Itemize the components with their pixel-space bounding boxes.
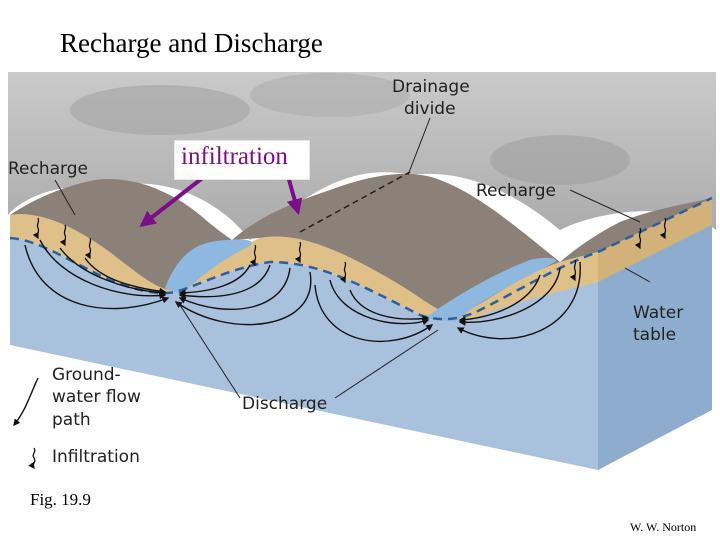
legend-flow-line2: water flow [52,387,141,407]
infiltration-mark [569,259,577,282]
stream-right [425,257,556,322]
legend-flow-line3: path [52,410,91,430]
infiltration-mark [249,244,257,267]
flow-paths [24,239,581,343]
leader-drainage-divide [407,117,431,176]
flow-path [39,239,167,300]
credit: W. W. Norton [630,520,697,534]
flow-path [458,274,541,324]
label-recharge-right: Recharge [476,181,556,201]
flow-path [349,289,430,323]
flow-path [24,244,170,310]
infiltration-mark [294,241,302,264]
label-water-table-2: table [633,325,677,345]
leader-discharge-right [334,329,439,399]
legend-flow-arrow-icon [13,377,39,427]
leader-lines [54,117,651,399]
label-discharge: Discharge [242,394,328,414]
label-drainage-divide-1: Drainage [392,77,470,97]
page-title: Recharge and Discharge [60,28,323,58]
flow-path [329,279,430,326]
callout-arrow-left [139,174,207,227]
flow-path [178,267,291,310]
infiltration-mark [339,261,347,284]
leader-recharge-right [569,189,641,223]
leader-discharge-left [177,301,241,399]
flow-path [314,284,434,343]
flow-path [174,271,312,326]
cloud [250,73,410,117]
label-water-table-1: Water [633,303,684,323]
water-table-line [9,196,713,321]
flow-path [456,261,581,340]
flow-path [458,267,561,326]
hill-left [10,179,232,290]
legend-flow-line1: Ground- [52,365,121,385]
flow-path [59,247,167,297]
label-drainage-divide-2: divide [404,99,456,119]
infiltration-mark [32,217,40,240]
cloud [70,85,250,135]
figure-label: Fig. 19.9 [30,490,91,509]
infiltration-mark [59,224,67,247]
legend-infiltration-icon [28,447,36,470]
infiltration-callout-box [174,140,310,180]
cloud [490,135,630,185]
infiltration-mark [659,217,667,240]
leader-recharge-left [54,179,76,216]
hill-right [560,198,712,262]
leader-water-table [624,267,651,283]
flow-path [84,257,167,295]
drainage-divide-line [299,171,411,233]
infiltration-callout: infiltration [181,143,288,170]
label-recharge-left: Recharge [8,159,88,179]
infiltration-mark [84,237,92,260]
infiltration-mark [634,227,642,250]
flow-path [178,264,271,300]
soil-layer [10,214,598,321]
callout-arrow-right [286,175,303,216]
flow-path [178,264,251,297]
legend-infiltration: Infiltration [52,447,140,467]
hill-middle [232,173,560,315]
infiltration-marks [32,217,667,284]
stream-left [165,239,252,295]
soil-side [598,198,712,282]
